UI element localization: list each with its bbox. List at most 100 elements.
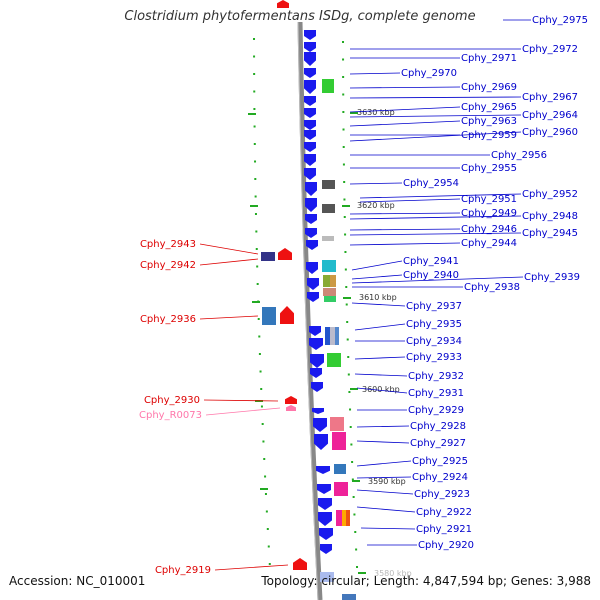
gene-leader-line xyxy=(203,399,279,402)
tick-dot xyxy=(343,181,346,183)
feature-block xyxy=(336,510,342,526)
tick-dot xyxy=(263,458,266,460)
tick-dot xyxy=(254,213,257,215)
tick-dot xyxy=(253,108,256,110)
gene-label-cphy_2930: Cphy_2930 xyxy=(144,395,200,406)
cds-forward-arrow xyxy=(309,326,321,336)
tick-dot xyxy=(264,493,267,495)
tick-dot xyxy=(342,58,345,61)
summary-text: Topology: circular; Length: 4,847,594 bp… xyxy=(261,574,591,588)
tick-dot xyxy=(354,531,357,533)
gene-leader-line xyxy=(349,86,461,89)
rna-arrow xyxy=(286,405,296,411)
feature-block xyxy=(322,204,335,213)
cds-forward-arrow xyxy=(307,292,319,302)
tick-dot xyxy=(342,111,345,113)
kbp-tick-label: 3580 kbp xyxy=(374,569,412,578)
tick-dot xyxy=(258,353,261,355)
tick-dot xyxy=(266,528,269,530)
tick-mark xyxy=(248,113,256,115)
feature-block xyxy=(334,464,346,474)
tick-dot xyxy=(352,496,355,498)
gene-leader-line xyxy=(349,131,522,142)
tick-dot xyxy=(342,76,345,78)
gene-label-cphy_2920: Cphy_2920 xyxy=(418,540,474,551)
gene-label-cphy_2946: Cphy_2946 xyxy=(461,224,517,235)
tick-dot xyxy=(257,318,260,320)
cds-forward-arrow xyxy=(320,544,332,554)
cds-reverse-arrow xyxy=(293,558,307,570)
tick-dot xyxy=(253,143,256,145)
gene-label-cphy_2941: Cphy_2941 xyxy=(403,256,459,267)
gene-leader-line xyxy=(356,506,416,513)
gene-leader-line xyxy=(360,527,416,530)
gene-label-cphy_2971: Cphy_2971 xyxy=(461,53,517,64)
cds-forward-arrow xyxy=(304,52,316,66)
gene-leader-line xyxy=(356,425,410,428)
tick-dot xyxy=(351,461,354,463)
feature-block xyxy=(262,307,276,325)
tick-dot xyxy=(253,38,256,40)
cds-reverse-arrow xyxy=(277,0,289,8)
gene-leader-line xyxy=(354,323,406,331)
gene-leader-line xyxy=(199,315,259,320)
tick-mark xyxy=(260,488,268,490)
kbp-tick-label: 3630 kbp xyxy=(357,108,395,117)
gene-leader-line xyxy=(349,228,461,231)
feature-block xyxy=(323,275,330,287)
gene-leader-line xyxy=(349,182,403,185)
cds-forward-arrow xyxy=(304,68,316,78)
gene-leader-line xyxy=(351,302,406,307)
gene-label-cphy_2952: Cphy_2952 xyxy=(522,189,578,200)
cds-forward-arrow xyxy=(305,198,317,212)
gene-label-cphy_2932: Cphy_2932 xyxy=(408,371,464,382)
tick-dot xyxy=(256,265,259,268)
cds-forward-arrow xyxy=(310,354,324,368)
tick-dot xyxy=(255,230,258,233)
gene-leader-line xyxy=(356,440,410,444)
feature-block xyxy=(330,327,335,345)
gene-label-cphy_2919: Cphy_2919 xyxy=(155,565,211,576)
tick-dot xyxy=(262,440,265,443)
tick-dot xyxy=(349,408,352,411)
feature-block xyxy=(322,79,334,93)
tick-dot xyxy=(267,545,270,548)
tick-dot xyxy=(351,478,354,481)
feature-block xyxy=(327,353,341,367)
gene-leader-line xyxy=(351,260,403,271)
gene-label-cphy_2967: Cphy_2967 xyxy=(522,92,578,103)
gene-leader-line xyxy=(356,460,412,467)
feature-block xyxy=(330,417,344,431)
cds-forward-arrow xyxy=(305,182,317,196)
cds-forward-arrow xyxy=(314,434,328,450)
tick-dot xyxy=(342,41,345,43)
cds-forward-arrow xyxy=(304,168,316,180)
tick-mark xyxy=(252,301,260,303)
tick-dot xyxy=(353,513,356,516)
tick-dot xyxy=(254,195,257,198)
cds-forward-arrow xyxy=(304,154,316,166)
tick-dot xyxy=(254,160,257,163)
kbp-tick-label: 3600 kbp xyxy=(362,385,400,394)
cds-forward-arrow xyxy=(311,382,323,392)
tick-dot xyxy=(349,426,352,428)
gene-label-cphy_2960: Cphy_2960 xyxy=(522,127,578,138)
tick-dot xyxy=(259,370,262,373)
accession-text: Accession: NC_010001 xyxy=(9,574,146,588)
gene-leader-line xyxy=(356,489,414,495)
gene-label-cphy_2948: Cphy_2948 xyxy=(522,211,578,222)
feature-block xyxy=(320,572,334,582)
tick-dot xyxy=(346,321,349,323)
cds-forward-arrow xyxy=(319,528,333,540)
kbp-tick-label: 3610 kbp xyxy=(359,293,397,302)
tick-mark xyxy=(358,572,366,574)
feature-block xyxy=(322,260,336,272)
gene-leader-line xyxy=(349,106,461,113)
cds-forward-arrow xyxy=(304,42,316,52)
tick-dot xyxy=(355,548,358,551)
gene-leader-line xyxy=(349,215,522,220)
gene-label-cphy_2940: Cphy_2940 xyxy=(403,270,459,281)
cds-forward-arrow xyxy=(318,512,332,526)
feature-block xyxy=(342,510,346,526)
tick-dot xyxy=(345,286,348,288)
